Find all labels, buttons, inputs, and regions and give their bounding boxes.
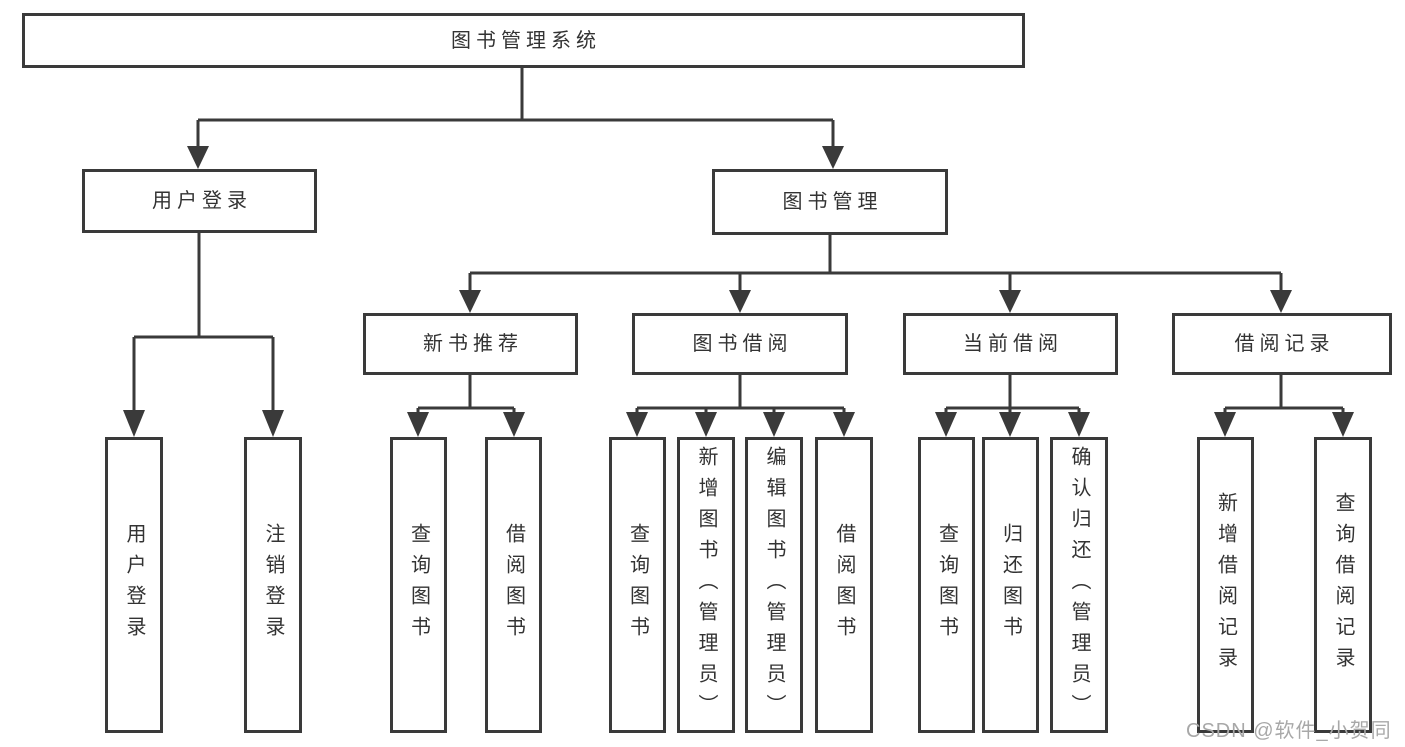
node-bb-query-books-label: 查询图书 — [626, 523, 649, 647]
node-current-borrowing: 当前借阅 — [903, 313, 1118, 375]
node-current-borrowing-label: 当前借阅 — [963, 333, 1063, 355]
node-user-login-label: 用户登录 — [152, 190, 252, 212]
node-borrowing-records: 借阅记录 — [1172, 313, 1392, 375]
node-cb-query-books: 查询图书 — [918, 437, 975, 733]
connector-new-book-recommendation-children — [407, 375, 525, 437]
node-user-login-action-label: 用户登录 — [123, 523, 145, 647]
node-new-book-recommendation-label: 新书推荐 — [423, 333, 523, 355]
connector-book-management-children — [459, 235, 1292, 313]
node-bb-add-book-admin-label: 新增图书（管理员） — [695, 445, 717, 725]
node-book-management-label: 图书管理 — [782, 191, 883, 213]
node-cb-confirm-return-admin: 确认归还（管理员） — [1050, 437, 1108, 733]
node-br-add-borrow-record-label: 新增借阅记录 — [1214, 492, 1237, 678]
node-bb-edit-book-admin: 编辑图书（管理员） — [745, 437, 803, 733]
connector-book-borrowing-children — [626, 375, 855, 437]
node-bb-borrow-books: 借阅图书 — [815, 437, 873, 733]
node-logout-action: 注销登录 — [244, 437, 302, 733]
node-bb-edit-book-admin-label: 编辑图书（管理员） — [763, 445, 785, 725]
node-library-management-system-label: 图书管理系统 — [451, 29, 601, 52]
node-library-management-system: 图书管理系统 — [22, 13, 1025, 68]
csdn-watermark: CSDN @软件_小贺同学 — [1186, 720, 1392, 742]
node-user-login: 用户登录 — [82, 169, 317, 233]
node-user-login-action: 用户登录 — [105, 437, 163, 733]
node-nbr-query-books-label: 查询图书 — [407, 523, 430, 647]
node-br-add-borrow-record: 新增借阅记录 — [1197, 437, 1254, 733]
node-book-borrowing-label: 图书借阅 — [692, 333, 793, 355]
node-new-book-recommendation: 新书推荐 — [363, 313, 578, 375]
node-borrowing-records-label: 借阅记录 — [1234, 333, 1335, 355]
node-cb-return-books-label: 归还图书 — [999, 523, 1022, 647]
node-br-query-borrow-record: 查询借阅记录 — [1314, 437, 1372, 733]
node-cb-confirm-return-admin-label: 确认归还（管理员） — [1068, 445, 1090, 725]
node-nbr-borrow-books: 借阅图书 — [485, 437, 542, 733]
node-cb-query-books-label: 查询图书 — [935, 523, 958, 647]
node-book-management: 图书管理 — [712, 169, 948, 235]
node-br-query-borrow-record-label: 查询借阅记录 — [1332, 492, 1354, 678]
connector-user-login-children — [123, 233, 284, 437]
node-logout-action-label: 注销登录 — [262, 523, 284, 647]
node-bb-borrow-books-label: 借阅图书 — [833, 523, 855, 647]
connector-root-to-level2 — [187, 68, 844, 169]
connector-borrowing-records-children — [1214, 375, 1354, 437]
node-nbr-borrow-books-label: 借阅图书 — [502, 523, 525, 647]
node-nbr-query-books: 查询图书 — [390, 437, 447, 733]
node-bb-add-book-admin: 新增图书（管理员） — [677, 437, 735, 733]
node-cb-return-books: 归还图书 — [982, 437, 1039, 733]
node-bb-query-books: 查询图书 — [609, 437, 666, 733]
connector-current-borrowing-children — [935, 375, 1090, 437]
node-book-borrowing: 图书借阅 — [632, 313, 848, 375]
